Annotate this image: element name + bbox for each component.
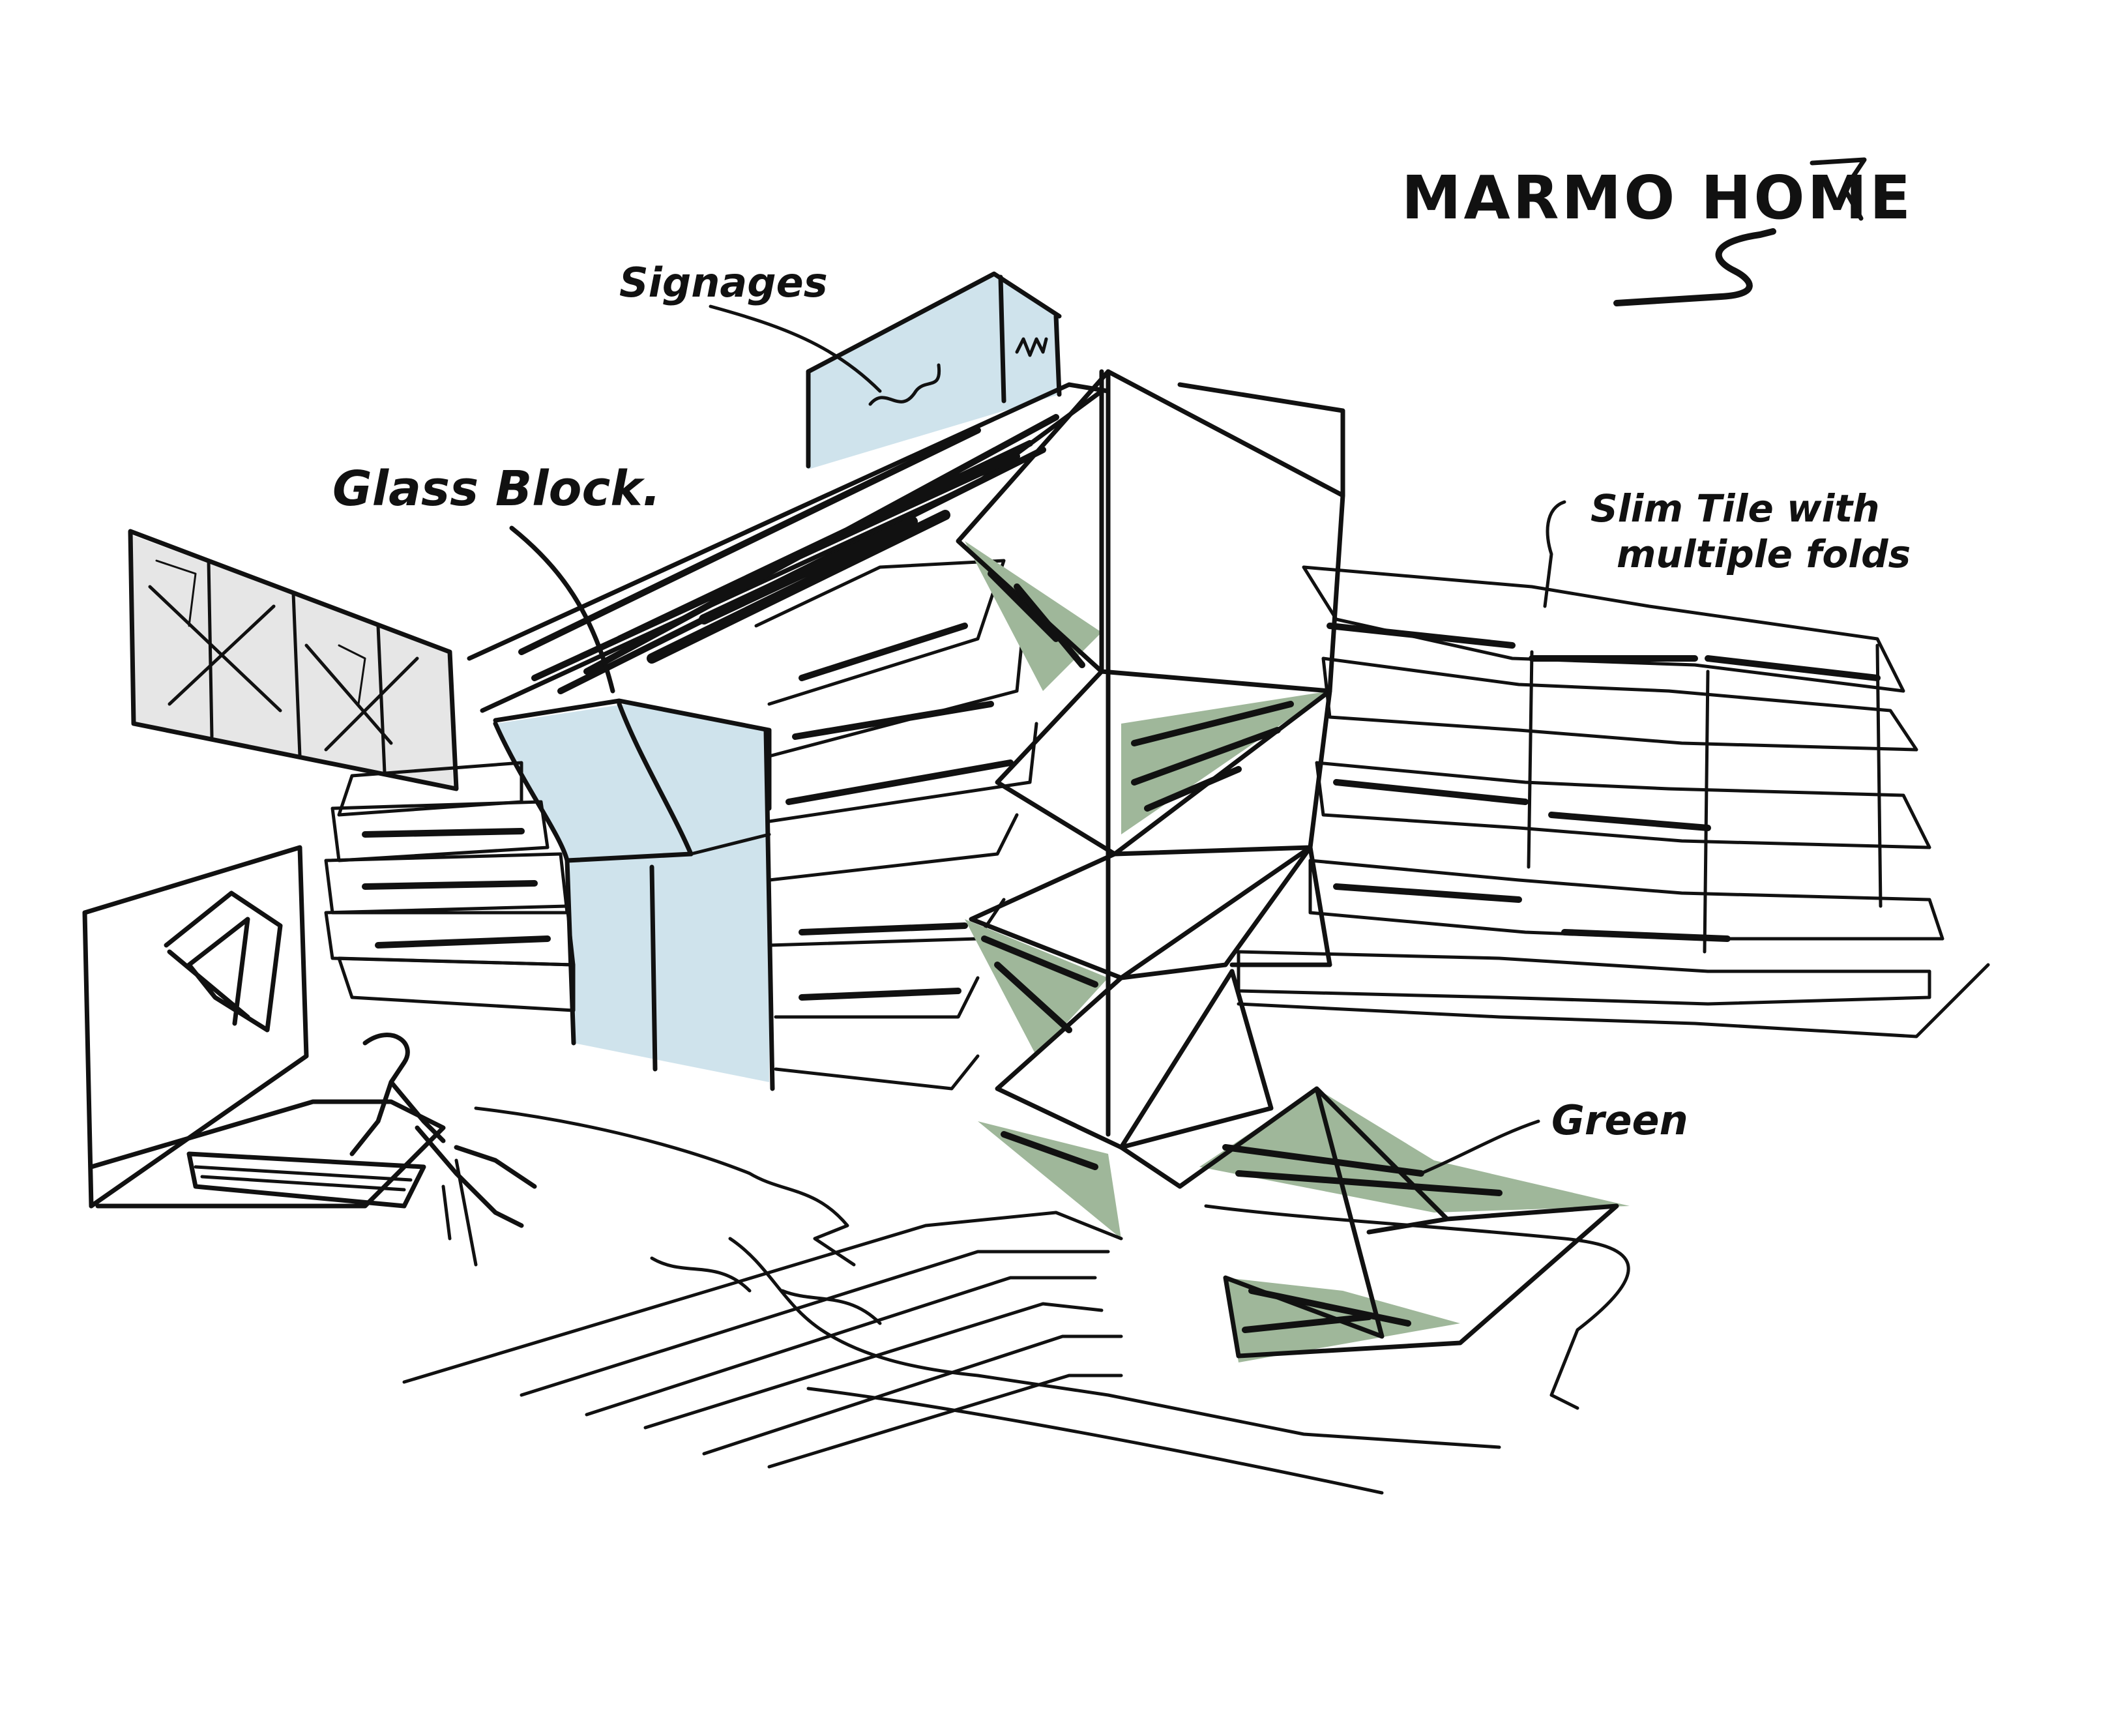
title-underline [1613, 228, 1776, 306]
slim-tile-leader [1543, 500, 1566, 608]
left-slab-4 [324, 904, 576, 967]
label-glass-block: Glass Block. [332, 461, 661, 517]
plaza-stripe-1 [402, 1211, 1123, 1384]
tower-green-hatching [981, 570, 1503, 1333]
annotation-leaders [509, 304, 1566, 1175]
left-panel-fill [130, 535, 453, 786]
ground-edge-3 [806, 1387, 1384, 1495]
ground-squiggles [650, 1256, 882, 1325]
label-slim-tile-line1: Slim Tile with [1591, 486, 1880, 531]
plaza-stripe-4 [643, 1302, 1104, 1430]
plaza-stripe-3 [585, 1276, 1097, 1417]
right-slab-3 [1315, 761, 1931, 849]
left-panel-outline [128, 529, 459, 791]
left-panel-mullions [207, 559, 387, 774]
sketch-title: MARMO HOME [1401, 163, 1913, 233]
roof-shadow-strokes [647, 510, 950, 664]
center-slab-shadows [785, 623, 1014, 1001]
bench-slab [186, 1151, 426, 1209]
figure-legs [441, 1158, 478, 1267]
title-flourish [1810, 157, 1867, 221]
left-logo-wall [82, 845, 309, 1209]
tower-module-4-right [1119, 969, 1274, 1150]
logo-wall-mark [164, 890, 283, 1033]
signage-right-edge [1053, 314, 1062, 397]
right-slab-5 [1237, 950, 1931, 1006]
logo-wall-left-edge [82, 910, 94, 1209]
plaza-stripe-2 [520, 1250, 1110, 1397]
title-block: MARMO HOME [1401, 157, 1913, 306]
signage-logo-scribble [868, 363, 941, 406]
tower-green-3 [965, 919, 1108, 1056]
left-panel-crosses [148, 585, 419, 752]
left-slab-5 [337, 956, 576, 1012]
logo-wall-outline [82, 845, 309, 1209]
right-slab-2 [1321, 656, 1918, 752]
tower-module-3 [969, 845, 1313, 980]
glass-block-top [493, 698, 772, 811]
center-slab-7 [774, 1054, 980, 1091]
tower-module-3-right [1119, 845, 1332, 980]
right-slab-4 [1308, 859, 1944, 941]
tower-green-4 [978, 1121, 1121, 1239]
glass-block [493, 698, 775, 1091]
tower-module-2 [995, 669, 1332, 857]
glass-block-sill [689, 832, 771, 856]
glass-block-fill [495, 704, 769, 1082]
plaza-stripe-5 [702, 1334, 1123, 1456]
folded-tower [956, 369, 1630, 1362]
ground-edge-1 [474, 1106, 856, 1267]
right-slab-6 [1237, 963, 1990, 1038]
center-slab-3 [767, 722, 1038, 823]
ground-plaza [402, 1106, 1630, 1495]
left-slab-shadows [362, 828, 551, 949]
signage-top-edge [806, 271, 1062, 374]
glass-block-mullions [565, 858, 658, 1072]
tower-module-1 [1099, 369, 1345, 694]
right-slab-shadows [1327, 623, 1881, 942]
roof-slab [467, 382, 1111, 713]
glass-block-right-edge [763, 728, 775, 1091]
signages-leader [709, 304, 882, 393]
tower-lower-folds [1119, 1086, 1619, 1359]
entrance-seating [89, 1033, 537, 1267]
right-slab-joints [1527, 643, 1883, 954]
plaza-stripe-6 [767, 1374, 1123, 1469]
seated-figure [349, 1033, 537, 1228]
center-slab-4 [767, 813, 1019, 882]
annotation-labels: Signages Glass Block. Slim Tile with mul… [332, 259, 1911, 1144]
center-wing-slabs [754, 559, 1038, 1091]
right-wing-slabs [1237, 565, 1990, 1038]
label-slim-tile-line2: multiple folds [1617, 532, 1911, 576]
signage-mark [1015, 337, 1048, 357]
left-panel-hatch [155, 559, 366, 705]
tower-module-4 [995, 969, 1235, 1150]
left-slab-2 [330, 800, 550, 862]
label-green: Green [1551, 1096, 1688, 1144]
center-slab-1 [754, 559, 1006, 706]
ground-edge-4 [1204, 1204, 1630, 1410]
left-panel-frame [128, 529, 459, 791]
bench-slats [194, 1165, 413, 1192]
center-slab-6 [774, 976, 980, 1019]
label-signages: Signages [619, 259, 828, 306]
ground-edge-2 [728, 1237, 1501, 1449]
glass-block-leader [509, 525, 615, 694]
signage-glass-fill [808, 274, 1059, 469]
tower-top-cap [1177, 382, 1345, 498]
signage-mid-edge [998, 274, 1006, 404]
green-leader [1419, 1119, 1540, 1175]
signage-box [806, 271, 1062, 469]
left-wing-slabs [324, 761, 576, 1012]
glass-block-crease [617, 701, 694, 857]
